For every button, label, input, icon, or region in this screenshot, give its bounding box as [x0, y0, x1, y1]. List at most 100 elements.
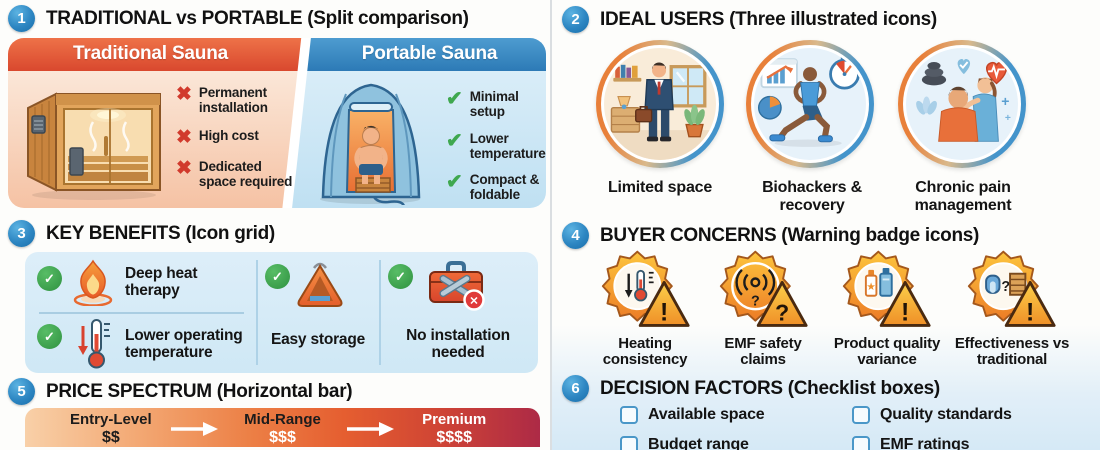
benefit-check: ✓ [37, 266, 62, 291]
section2-number-badge: 2 [562, 6, 589, 33]
tier-label: Premium [422, 411, 487, 428]
key-benefits-panel: ✓ Deep heat therapy ✓ Lower operating te… [25, 252, 538, 373]
concern-label: Product quality variance [833, 335, 941, 369]
split-comparison-panel: Traditional Sauna Portable Sauna [8, 38, 546, 208]
user-circle-inner [601, 45, 719, 163]
con-item: ✖ Permanent installation [176, 85, 294, 116]
portable-pros-list: ✔ Minimal setup ✔ Lower temperature ✔ Co… [446, 88, 546, 208]
green-check-circle-icon: ✓ [37, 266, 62, 291]
arrow-right-icon [171, 422, 218, 436]
pro-item: ✔ Lower temperature [446, 131, 546, 162]
section2-header: 2 IDEAL USERS (Three illustrated icons) [562, 6, 937, 33]
con-label: High cost [198, 127, 259, 143]
section4-title: BUYER CONCERNS (Warning badge icons) [600, 224, 980, 246]
benefit-label: No installation needed [406, 327, 510, 361]
section4-number-badge: 4 [562, 222, 589, 249]
checklist-label: Budget range [648, 436, 749, 450]
checklist-item-emf-ratings: EMF ratings [852, 436, 970, 450]
section5-title: PRICE SPECTRUM (Horizontal bar) [46, 380, 353, 402]
grid-divider [379, 260, 381, 365]
red-cross-icon: ✖ [176, 126, 192, 148]
athlete-stopwatch-chart-illustration [754, 48, 866, 160]
con-item: ✖ Dedicated space required [176, 158, 294, 190]
toolbox-crossed-out-icon: ✕ [429, 261, 485, 311]
checkbox[interactable] [620, 436, 638, 450]
section3-number-badge: 3 [8, 220, 35, 247]
pro-label: Compact & foldable [469, 172, 540, 203]
thermometer-down-icon [78, 319, 110, 369]
checkbox[interactable] [620, 406, 638, 424]
benefit-check: ✓ [388, 264, 413, 289]
user-circle-inner: + + [903, 45, 1021, 163]
pro-label: Lower temperature [469, 130, 546, 161]
portable-header-label: Portable Sauna [361, 43, 498, 64]
product-bottles-warning-badge: ★ ! [842, 250, 931, 327]
price-tier-entry: Entry-Level $$ [25, 408, 197, 450]
section6-header: 6 DECISION FACTORS (Checklist boxes) [562, 375, 940, 402]
tier-label: Entry-Level [69, 411, 152, 428]
section1-number-badge: 1 [8, 5, 35, 32]
section4-header: 4 BUYER CONCERNS (Warning badge icons) [562, 222, 979, 249]
con-item: ✖ High cost [176, 126, 294, 148]
bottom-margin-strip [0, 447, 550, 450]
user-circle-inner [751, 45, 869, 163]
green-check-icon: ✔ [446, 88, 463, 110]
traditional-header-bar [8, 38, 302, 71]
checkbox[interactable] [852, 406, 870, 424]
pro-item: ✔ Minimal setup [446, 88, 542, 120]
tier-price: $$$ [269, 428, 296, 446]
section2-title: IDEAL USERS (Three illustrated icons) [600, 8, 937, 30]
inner-question-glyph: ? [751, 293, 760, 309]
con-label: Dedicated space required [198, 158, 293, 189]
green-check-circle-icon: ✓ [37, 324, 62, 349]
green-check-circle-icon: ✓ [265, 264, 290, 289]
user-circle-chronic-pain: + + [898, 40, 1026, 168]
checkbox[interactable] [852, 436, 870, 450]
green-check-icon: ✔ [446, 171, 463, 194]
price-tier-premium: Premium $$$$ [368, 408, 540, 450]
tier-price: $$$$ [436, 428, 472, 446]
benefit-check: ✓ [37, 324, 62, 349]
user-label: Chronic pain management [914, 179, 1012, 214]
benefit-label: Easy storage [270, 331, 366, 348]
pro-item: ✔ Compact & foldable [446, 171, 542, 203]
tier-price: $$ [101, 428, 120, 446]
flame-icon [73, 259, 113, 306]
checklist-label: Quality standards [880, 406, 1012, 423]
warning-glyph: ! [660, 299, 668, 327]
section6-title: DECISION FACTORS (Checklist boxes) [600, 377, 940, 399]
warning-glyph: ? [775, 300, 789, 326]
grid-divider [256, 260, 258, 365]
section5-header: 5 PRICE SPECTRUM (Horizontal bar) [8, 378, 353, 405]
warning-glyph: ! [901, 299, 909, 327]
checklist-item-quality-standards: Quality standards [852, 406, 1012, 424]
pro-label: Minimal setup [469, 89, 519, 119]
svg-text:+: + [1005, 113, 1011, 124]
user-circle-limited-space [596, 40, 724, 168]
section3-title: KEY BENEFITS (Icon grid) [46, 222, 275, 244]
massage-therapy-heart-illustration: + + [906, 48, 1018, 160]
emf-signal-warning-badge: ? ? [719, 250, 808, 327]
thermometer-warning-badge: ! [601, 250, 690, 327]
grid-divider [39, 312, 244, 314]
benefit-check: ✓ [265, 264, 290, 289]
sauna-comparison-warning-badge: ? ! [967, 250, 1056, 327]
section3-header: 3 KEY BENEFITS (Icon grid) [8, 220, 275, 247]
portable-sauna-illustration [320, 83, 421, 205]
tier-label: Mid-Range [244, 411, 321, 428]
green-check-circle-icon: ✓ [388, 264, 413, 289]
traditional-header-label: Traditional Sauna [73, 43, 228, 64]
star-glyph: ★ [866, 281, 876, 293]
section1-header: 1 TRADITIONAL vs PORTABLE (Split compari… [8, 5, 469, 32]
arrow-right-icon [347, 422, 394, 436]
column-divider [550, 0, 552, 450]
checklist-item-available-space: Available space [620, 406, 765, 424]
checklist-label: Available space [648, 406, 765, 423]
circle-x-glyph: ✕ [469, 296, 478, 308]
user-circle-biohackers [746, 40, 874, 168]
benefit-label: Deep heat therapy [125, 265, 198, 299]
warning-glyph: ! [1026, 299, 1034, 327]
business-person-small-room-illustration [604, 48, 716, 160]
right-column-bottom-tint [552, 325, 1100, 450]
